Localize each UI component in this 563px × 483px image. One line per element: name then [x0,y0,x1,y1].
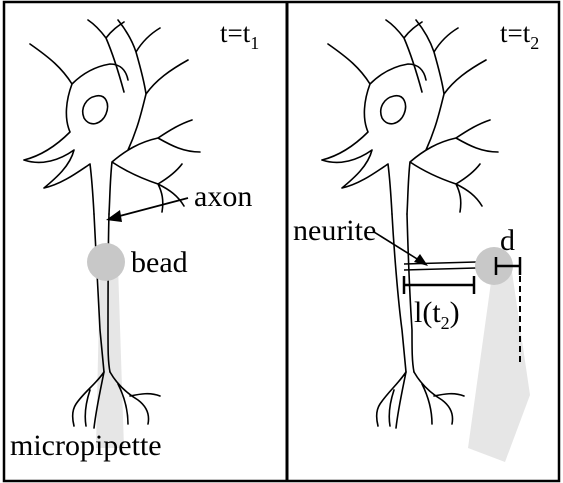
neurite-label: neurite [293,214,376,247]
time-label-t2: t=t2 [500,18,539,53]
micropipette-label: micropipette [10,429,162,462]
left-panel: t=t1 axon bead micropipette [10,18,259,462]
d-label: d [500,224,515,257]
axon-label: axon [194,180,252,213]
right-panel: t=t2 neurite d l(t2) [293,18,539,462]
time-label-t1: t=t1 [220,18,259,53]
neurite-lower [404,268,476,270]
neurite-upper [404,262,476,264]
micropipette-shape [96,266,124,448]
length-label: l(t2) [414,296,460,333]
axon-pointer-arrow [112,198,188,218]
bead-left [87,243,125,281]
bead-label: bead [131,246,188,279]
neurite-pointer-arrow [374,232,422,262]
